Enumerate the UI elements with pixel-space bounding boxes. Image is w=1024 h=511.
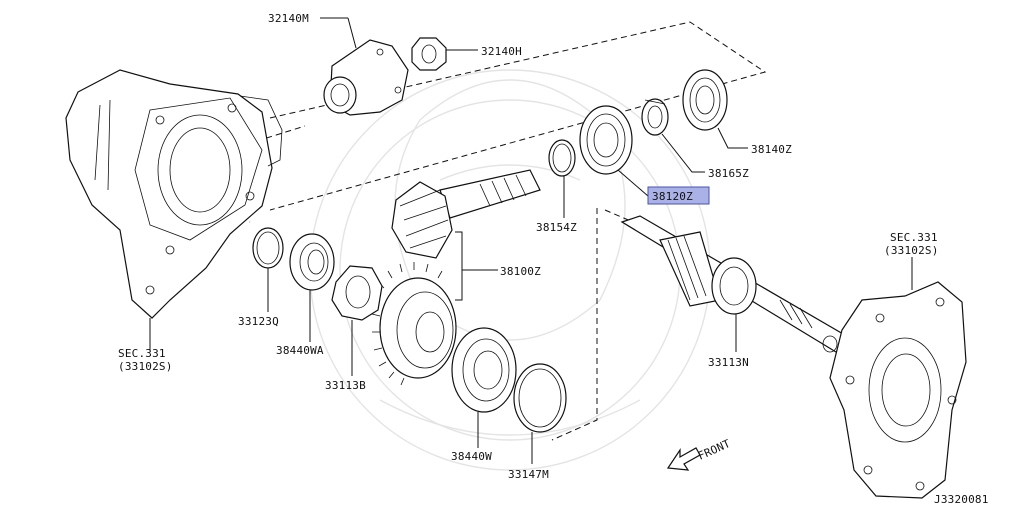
part-38165Z-spacer [641, 98, 669, 136]
label-33147M: 33147M [508, 468, 549, 481]
drawing-id: J3320081 [934, 493, 989, 506]
label-sec-left-line1: SEC.331 [118, 347, 166, 360]
part-38154Z-shim [548, 139, 576, 177]
label-sec-left-line2: (33102S) [118, 360, 173, 373]
front-arrow-icon [666, 447, 701, 471]
label-38165Z: 38165Z [708, 167, 749, 180]
label-38440W: 38440W [451, 450, 492, 463]
label-38154Z: 38154Z [536, 221, 577, 234]
label-33123Q: 33123Q [238, 315, 279, 328]
label-38140Z: 38140Z [751, 143, 792, 156]
highlight-38120Z [647, 186, 710, 205]
label-33113B: 33113B [325, 379, 366, 392]
label-33113N: 33113N [708, 356, 749, 369]
left-transfer-housing [65, 69, 283, 319]
part-38100Z-ring-gear [371, 262, 457, 386]
part-33113B-nut [331, 265, 383, 321]
label-sec-right-line2: (33102S) [884, 244, 939, 257]
label-front: FRONT [696, 437, 733, 463]
part-38120Z-bearing [579, 105, 633, 175]
label-38120Z: 38120Z [652, 190, 693, 203]
part-38100Z-pinion-shaft [391, 169, 541, 259]
label-32140M: 32140M [268, 12, 309, 25]
right-case-cover [829, 281, 967, 499]
label-sec-right-line1: SEC.331 [890, 231, 938, 244]
part-32140H-nut [411, 37, 447, 71]
label-32140H: 32140H [481, 45, 522, 58]
part-33147M-snap-ring [513, 363, 567, 433]
part-33123Q-snap-ring [252, 227, 284, 269]
part-33113N-output-shaft [620, 215, 851, 353]
label-38100Z: 38100Z [500, 265, 541, 278]
label-38440WA: 38440WA [276, 344, 324, 357]
part-32140M-flange [323, 39, 409, 116]
part-38440WA-bearing [289, 233, 335, 291]
part-38440W-bearing [451, 327, 517, 413]
part-38140Z-bearing [682, 69, 728, 131]
